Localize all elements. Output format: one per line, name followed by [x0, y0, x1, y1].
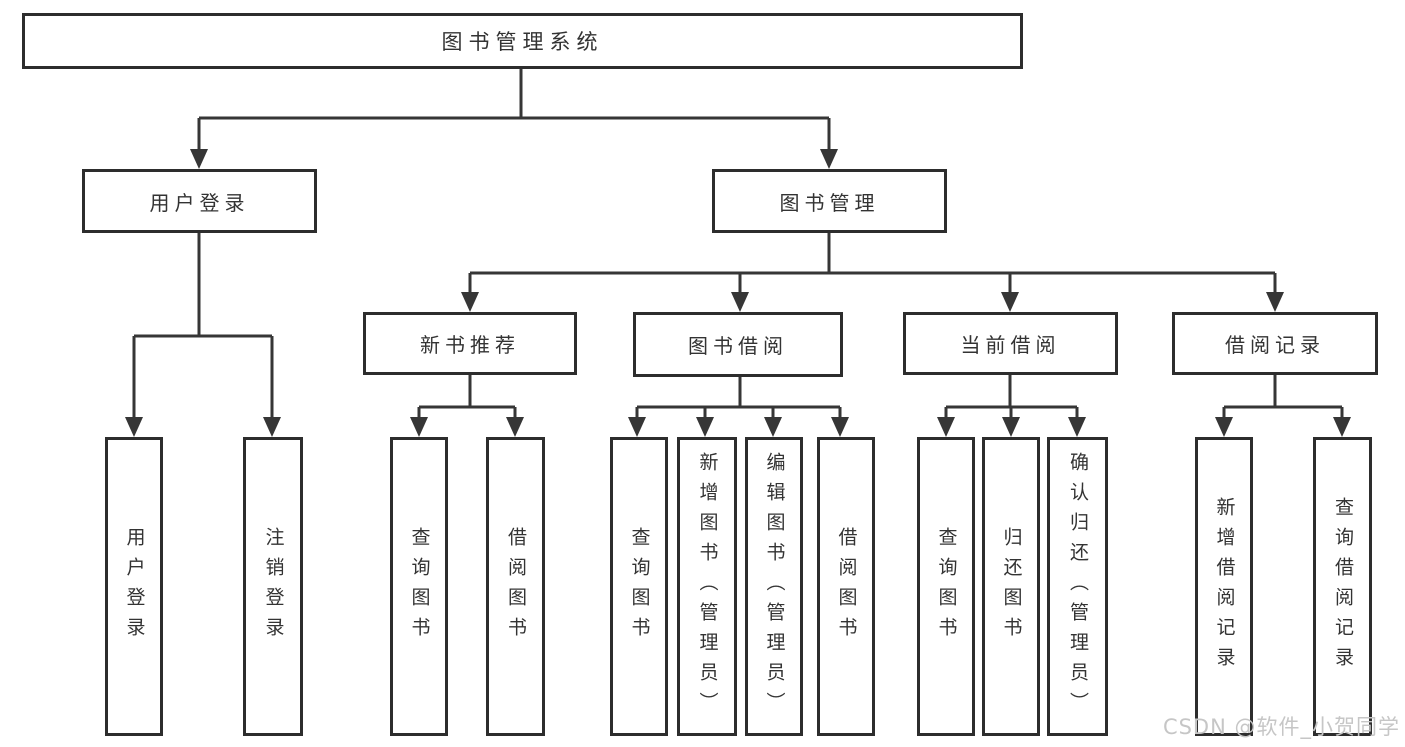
connector-user-login-split	[125, 233, 281, 437]
arrowhead	[628, 417, 646, 437]
arrowhead	[506, 417, 524, 437]
leaf-rec-query-books: 查询图书	[390, 437, 448, 736]
leaf-rec-borrow-books: 借阅图书	[486, 437, 545, 736]
arrowhead	[410, 417, 428, 437]
arrowhead	[1002, 417, 1020, 437]
leaf-cb-query-books: 查询图书	[917, 437, 975, 736]
leaf-bb-add-books-admin: 新增图书（管理员）	[677, 437, 737, 736]
leaf-bb-borrow-books: 借阅图书	[817, 437, 875, 736]
arrowhead	[831, 417, 849, 437]
arrowhead	[125, 417, 143, 437]
arrowhead	[1068, 417, 1086, 437]
connector-current-borrow-split	[937, 375, 1086, 437]
node-user-login: 用户登录	[82, 169, 317, 233]
csdn-watermark: CSDN @软件_小贺同学	[1162, 715, 1400, 739]
node-borrowing-records: 借阅记录	[1172, 312, 1378, 375]
connector-borrow-records-split	[1215, 375, 1351, 437]
leaf-logout: 注销登录	[243, 437, 303, 736]
arrowhead	[731, 292, 749, 312]
arrowhead	[190, 149, 208, 169]
node-current-borrowing: 当前借阅	[903, 312, 1118, 375]
leaf-br-add-record: 新增借阅记录	[1195, 437, 1253, 736]
node-book-borrowing: 图书借阅	[633, 312, 843, 377]
arrowhead	[263, 417, 281, 437]
node-new-book-recommend: 新书推荐	[363, 312, 577, 375]
node-library-management-system: 图书管理系统	[22, 13, 1023, 69]
arrowhead	[696, 417, 714, 437]
leaf-bb-query-books: 查询图书	[610, 437, 668, 736]
arrowhead	[1266, 292, 1284, 312]
node-book-management: 图书管理	[712, 169, 947, 233]
arrowhead	[1001, 292, 1019, 312]
arrowhead	[820, 149, 838, 169]
arrowhead	[1215, 417, 1233, 437]
connector-book-mgmt-split	[461, 233, 1284, 312]
connector-root-split	[190, 69, 838, 169]
arrowhead	[461, 292, 479, 312]
arrowhead	[764, 417, 782, 437]
connector-new-book-rec-split	[410, 375, 524, 437]
leaf-bb-edit-books-admin: 编辑图书（管理员）	[745, 437, 803, 736]
arrowhead	[937, 417, 955, 437]
leaf-cb-confirm-return-admin: 确认归还（管理员）	[1047, 437, 1108, 736]
connector-book-borrow-split	[628, 377, 849, 437]
arrowhead	[1333, 417, 1351, 437]
leaf-br-query-record: 查询借阅记录	[1313, 437, 1372, 736]
leaf-user-login: 用户登录	[105, 437, 163, 736]
leaf-cb-return-books: 归还图书	[982, 437, 1040, 736]
